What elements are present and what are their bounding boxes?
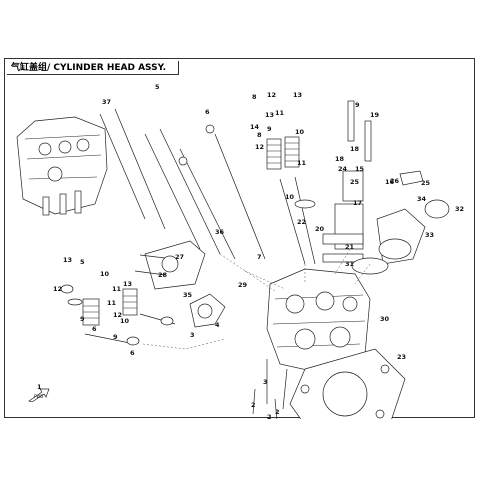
callout-6: 6 <box>130 349 135 357</box>
callout-12: 12 <box>113 311 122 319</box>
callout-4: 4 <box>215 321 220 329</box>
callout-8: 8 <box>257 131 262 139</box>
callout-12: 12 <box>255 143 264 151</box>
callout-5: 5 <box>80 258 85 266</box>
callout-37: 37 <box>102 98 111 106</box>
callout-11: 11 <box>112 285 122 293</box>
callout-9: 9 <box>113 333 118 341</box>
callout-21: 21 <box>345 243 355 251</box>
callout-9: 9 <box>80 315 85 323</box>
head-gasket <box>289 348 406 419</box>
callout-22: 22 <box>297 218 306 226</box>
valve-springs-left <box>60 284 176 346</box>
callout-10: 10 <box>285 193 295 201</box>
callout-24: 24 <box>338 165 348 173</box>
callout-11: 11 <box>107 299 117 307</box>
callout-20: 20 <box>315 225 325 233</box>
callout-25: 25 <box>350 178 360 186</box>
callout-13: 13 <box>63 256 72 264</box>
callout-25: 25 <box>421 179 431 187</box>
head-bolts <box>99 108 266 260</box>
callout-9: 9 <box>355 101 360 109</box>
callout-33: 33 <box>425 231 434 239</box>
callout-23: 23 <box>397 353 406 361</box>
callout-32: 32 <box>455 205 464 213</box>
cam-holders <box>134 240 226 328</box>
callout-6: 6 <box>205 108 210 116</box>
callout-8: 8 <box>252 93 257 101</box>
callout-2: 2 <box>267 413 272 419</box>
callout-34: 34 <box>417 195 427 203</box>
callout-29: 29 <box>238 281 248 289</box>
callout-6: 6 <box>92 325 97 333</box>
callout-13: 13 <box>123 280 132 288</box>
callout-10: 10 <box>100 270 110 278</box>
callout-1: 1 <box>37 383 42 391</box>
callout-10: 10 <box>295 128 305 136</box>
leader-lines <box>142 248 371 350</box>
diagram-title: 气缸盖组/ CYLINDER HEAD ASSY. <box>7 61 179 75</box>
callout-2: 2 <box>275 408 280 416</box>
callout-13: 13 <box>265 111 274 119</box>
callout-2: 2 <box>251 401 256 409</box>
callout-3: 3 <box>190 331 195 339</box>
exploded-view: 3756881213111091413121110919181824251516… <box>16 83 464 419</box>
diagram-frame: 气缸盖组/ CYLINDER HEAD ASSY. <box>4 58 475 419</box>
callout-18: 18 <box>335 155 345 163</box>
callout-36: 36 <box>215 228 225 236</box>
callout-31: 31 <box>345 260 355 268</box>
callout-9: 9 <box>267 125 272 133</box>
callout-30: 30 <box>380 315 390 323</box>
cylinder-head <box>266 268 371 375</box>
callout-7: 7 <box>257 253 262 261</box>
fwd-label: FWD <box>34 394 43 399</box>
callout-19: 19 <box>370 111 380 119</box>
callout-11: 11 <box>297 159 307 167</box>
callout-26: 26 <box>390 177 400 185</box>
lower-studs <box>252 359 288 419</box>
callout-3: 3 <box>263 378 268 386</box>
callout-27: 27 <box>175 253 184 261</box>
tensioner-parts <box>322 100 372 263</box>
callout-35: 35 <box>183 291 193 299</box>
callout-16: 16 <box>385 178 395 186</box>
callout-28: 28 <box>158 271 168 279</box>
callout-13: 13 <box>293 91 302 99</box>
assembled-head-inset <box>16 116 108 216</box>
callout-18: 18 <box>350 145 360 153</box>
callout-5: 5 <box>155 83 160 91</box>
valve-springs-upper <box>266 136 316 265</box>
callout-17: 17 <box>353 199 362 207</box>
forward-arrow-icon: FWD <box>28 388 50 402</box>
callout-10: 10 <box>120 317 130 325</box>
callout-14: 14 <box>250 123 260 131</box>
callout-15: 15 <box>355 165 365 173</box>
callout-12: 12 <box>53 285 62 293</box>
callout-11: 11 <box>275 109 285 117</box>
intake-boot <box>351 170 450 275</box>
callout-12: 12 <box>267 91 276 99</box>
